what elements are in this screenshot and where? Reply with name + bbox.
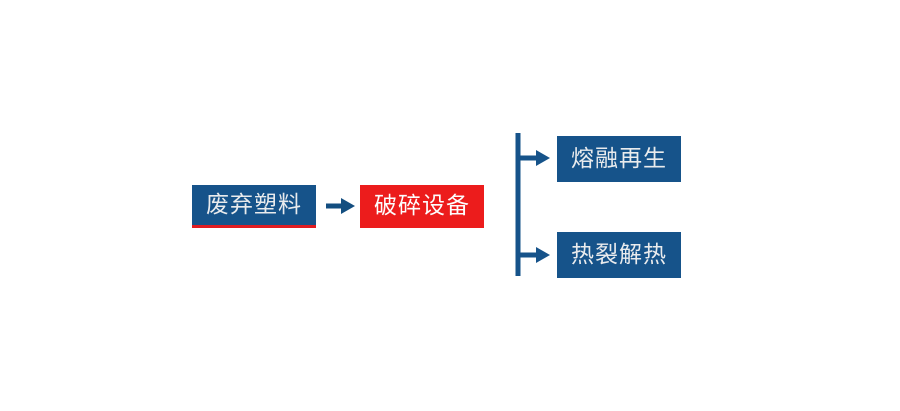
node-process-label: 破碎设备	[374, 193, 470, 219]
arrow-source-to-process-icon	[326, 198, 355, 214]
node-source-waste-plastic[interactable]: 废弃塑料	[192, 185, 316, 228]
arrow-branch-to-output-1-icon	[518, 150, 550, 166]
node-output-melt-regeneration[interactable]: 熔融再生	[557, 136, 681, 182]
arrow-branch-to-output-2-icon	[518, 247, 550, 263]
node-output-pyrolysis-heat[interactable]: 热裂解热	[557, 232, 681, 278]
node-output-2-label: 热裂解热	[571, 241, 667, 268]
node-process-crushing-equipment[interactable]: 破碎设备	[360, 185, 484, 228]
node-output-1-label: 熔融再生	[571, 145, 667, 172]
node-source-label: 废弃塑料	[206, 191, 302, 218]
